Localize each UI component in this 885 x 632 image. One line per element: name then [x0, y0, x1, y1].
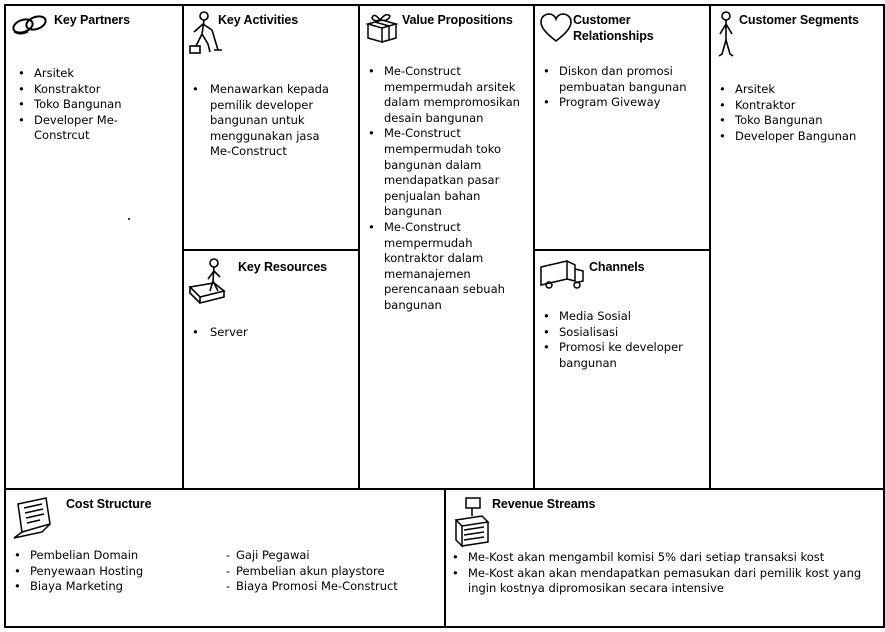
chain-link-icon [12, 15, 47, 35]
list-item: Me-Construct mempermudah toko bangunan d… [366, 126, 510, 220]
list-item: Media Sosial [541, 309, 705, 325]
customer-relationships-list: Diskon dan promosi pembuatan bangunan Pr… [541, 64, 705, 111]
list-item: Kontraktor [717, 98, 881, 114]
stray-dot [128, 218, 130, 220]
cost-structure-block: Cost Structure Pembelian Domain Penyewaa… [4, 488, 446, 628]
channels-block: Channels Media Sosial Sosialisasi Promos… [533, 249, 711, 490]
list-item: Toko Bangunan [717, 113, 881, 129]
list-item: Biaya Marketing [12, 579, 212, 595]
list-item: Toko Bangunan [16, 97, 176, 113]
list-item: Server [190, 325, 350, 341]
value-propositions-title: Value Propositions [402, 13, 513, 27]
cost-structure-list-left: Pembelian Domain Penyewaan Hosting Biaya… [12, 548, 212, 595]
heart-icon [540, 13, 572, 43]
delivery-truck-icon [540, 260, 584, 289]
value-propositions-block: Value Propositions Me-Construct mempermu… [358, 4, 535, 490]
list-item: Gaji Pegawai [224, 548, 444, 564]
customer-segments-list: Arsitek Kontraktor Toko Bangunan Develop… [717, 82, 881, 144]
list-item: Arsitek [16, 66, 176, 82]
value-propositions-list: Me-Construct mempermudah arsitek dalam m… [366, 64, 530, 314]
list-item: Me-Construct mempermudah kontraktor dala… [366, 220, 518, 314]
customer-relationships-title-line1: Customer [573, 13, 631, 27]
worker-digging-icon [189, 11, 222, 54]
invoice-paper-icon [13, 497, 51, 539]
list-item: Konstraktor [16, 82, 176, 98]
key-activities-list: Menawarkan kepada pemilik developer bang… [190, 82, 352, 160]
key-partners-title: Key Partners [54, 13, 130, 27]
gift-box-icon [365, 13, 399, 43]
list-item: Biaya Promosi Me-Construct [224, 579, 444, 595]
revenue-streams-title: Revenue Streams [492, 497, 596, 511]
list-item: Program Giveway [541, 95, 705, 111]
customer-relationships-title-line2: Relationships [573, 29, 654, 43]
customer-segments-title: Customer Segments [739, 13, 859, 27]
key-activities-title: Key Activities [218, 13, 299, 27]
key-partners-list: Arsitek Konstraktor Toko Bangunan Develo… [16, 66, 176, 144]
customer-segments-block: Customer Segments Arsitek Kontraktor Tok… [709, 4, 885, 490]
channels-list: Media Sosial Sosialisasi Promosi ke deve… [541, 309, 705, 371]
list-item: Arsitek [717, 82, 881, 98]
list-item: Penyewaan Hosting [12, 564, 212, 580]
customer-relationships-block: Customer Relationships Diskon dan promos… [533, 4, 711, 251]
list-item: Diskon dan promosi pembuatan bangunan [541, 64, 705, 95]
cost-structure-list-right: Gaji Pegawai Pembelian akun playstore Bi… [224, 548, 444, 595]
list-item: Promosi ke developer bangunan [541, 340, 699, 371]
person-standing-icon [718, 11, 734, 57]
key-activities-block: Key Activities Menawarkan kepada pemilik… [182, 4, 360, 251]
list-item: Pembelian Domain [12, 548, 212, 564]
key-partners-block: Key Partners Arsitek Konstraktor Toko Ba… [4, 4, 184, 490]
worker-with-machine-icon [188, 258, 226, 305]
revenue-streams-list: Me-Kost akan mengambil komisi 5% dari se… [450, 550, 880, 597]
cash-register-icon [454, 497, 490, 548]
list-item: Pembelian akun playstore [224, 564, 444, 580]
list-item: Developer Me-Constrcut [16, 113, 134, 144]
key-resources-title: Key Resources [238, 260, 328, 274]
channels-title: Channels [589, 260, 645, 274]
list-item: Me-Kost akan akan mendapatkan pemasukan … [450, 566, 880, 597]
key-resources-block: Key Resources Server [182, 249, 360, 490]
list-item: Me-Kost akan mengambil komisi 5% dari se… [450, 550, 880, 566]
key-resources-list: Server [190, 325, 350, 341]
list-item: Me-Construct mempermudah arsitek dalam m… [366, 64, 530, 126]
list-item: Sosialisasi [541, 325, 705, 341]
revenue-streams-block: Revenue Streams Me-Kost akan mengambil k… [444, 488, 885, 628]
list-item: Developer Bangunan [717, 129, 881, 145]
cost-structure-title: Cost Structure [66, 497, 152, 511]
list-item: Menawarkan kepada pemilik developer bang… [190, 82, 338, 160]
